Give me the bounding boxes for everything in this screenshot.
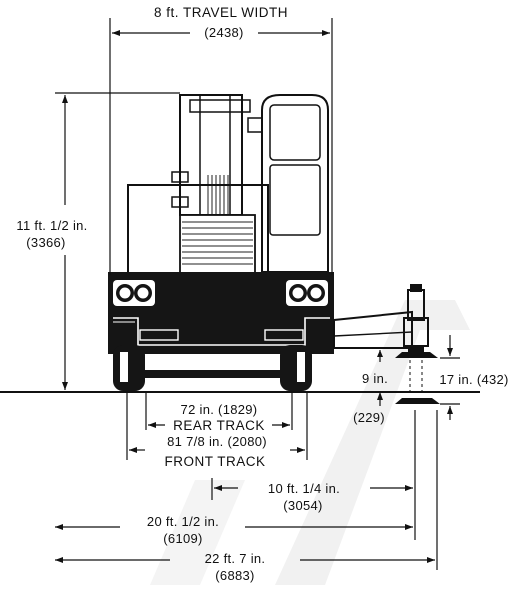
- length-c-label: 22 ft. 7 in.: [205, 551, 266, 566]
- engine-grille: [182, 221, 253, 265]
- travel-width-label: 8 ft. TRAVEL WIDTH: [154, 5, 288, 20]
- rear-track-dimension: 72 in. (1829) REAR TRACK: [145, 392, 293, 433]
- length-b-label: 20 ft. 1/2 in.: [147, 514, 219, 529]
- height-dimension: 11 ft. 1/2 in. (3366): [16, 92, 180, 390]
- length-a-label: 10 ft. 1/4 in.: [268, 481, 340, 496]
- height-label: 11 ft. 1/2 in.: [16, 218, 87, 233]
- pad-clearance-label: 9 in.: [362, 371, 388, 386]
- travel-width-metric: (2438): [204, 25, 243, 40]
- length-a-metric: (3054): [283, 498, 322, 513]
- outrigger: [333, 284, 440, 404]
- outrigger-height-dimension: 17 in. (432): [439, 335, 508, 420]
- length-c-metric: (6883): [215, 568, 254, 583]
- left-wheel: [113, 345, 145, 391]
- right-headlights: [286, 280, 328, 306]
- operator-cab: [247, 94, 329, 273]
- length-b-metric: (6109): [163, 531, 202, 546]
- length-b-dimension: 20 ft. 1/2 in. (6109): [55, 514, 413, 546]
- length-a-dimension: 10 ft. 1/4 in. (3054): [211, 410, 416, 540]
- front-track-name: FRONT TRACK: [164, 454, 265, 469]
- left-headlights: [113, 280, 155, 306]
- right-wheel: [280, 345, 312, 391]
- rear-track-name: REAR TRACK: [173, 418, 265, 433]
- travel-width-dimension: 8 ft. TRAVEL WIDTH (2438): [109, 5, 333, 275]
- mast-hatch: [207, 175, 229, 215]
- crane-body: [108, 94, 440, 404]
- rear-track-label: 72 in. (1829): [181, 402, 258, 417]
- pad-clearance-dimension: 9 in. (229): [353, 347, 408, 425]
- length-c-dimension: 22 ft. 7 in. (6883): [55, 410, 438, 583]
- front-track-label: 81 7/8 in. (2080): [167, 434, 267, 449]
- outrigger-height-label: 17 in. (432): [439, 372, 508, 387]
- watermark-shape: [150, 300, 470, 585]
- height-metric: (3366): [26, 235, 65, 250]
- front-track-dimension: 81 7/8 in. (2080) FRONT TRACK: [126, 392, 308, 469]
- pad-clearance-metric: (229): [353, 410, 385, 425]
